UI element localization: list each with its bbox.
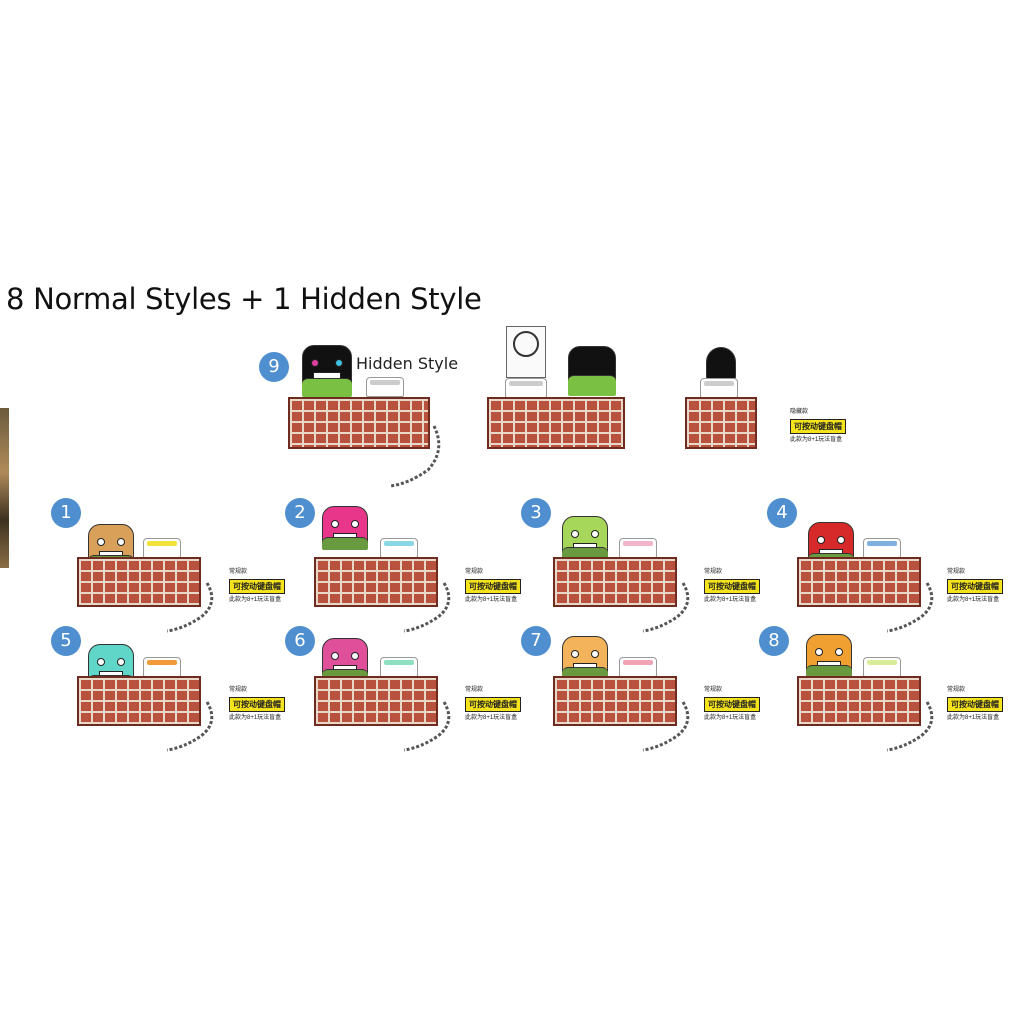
side-photo-strip [0,408,9,568]
chain-7 [637,696,697,752]
page-title: 8 Normal Styles + 1 Hidden Style [6,282,482,316]
chain-4 [881,577,941,633]
note-sub: 此款为8+1玩法盲盒 [704,715,757,721]
keycap-8 [863,657,901,677]
note-title: 常规款 [465,569,484,575]
keycap-2 [380,538,418,558]
keycap-7 [619,657,657,677]
badge-9: 9 [259,352,289,382]
fumbler-stand [506,326,546,378]
note-title: 常规款 [704,687,723,693]
note-sub: 此款为8+1玩法盲盒 [704,597,757,603]
chain-3 [637,577,697,633]
note-yellow: 可按动键盘帽 [465,697,521,712]
figure-hidden-side [706,347,736,381]
note-title: 常规款 [704,569,723,575]
keycap-4 [863,538,901,558]
note-3: 常规款可按动键盘帽此款为8+1玩法盲盒 [704,568,770,604]
note-yellow: 可按动键盘帽 [947,579,1003,594]
figure-3 [562,516,608,560]
note-yellow: 可按动键盘帽 [704,697,760,712]
chain-2 [398,577,458,633]
note-8: 常规款可按动键盘帽此款为8+1玩法盲盒 [947,686,1013,722]
figure-2 [322,506,368,550]
note-5: 常规款可按动键盘帽此款为8+1玩法盲盒 [229,686,295,722]
note-yellow: 可按动键盘帽 [465,579,521,594]
badge-5: 5 [51,626,81,656]
keycap-9 [366,377,404,397]
chain-1 [161,577,221,633]
note-sub: 此款为8+1玩法盲盒 [947,597,1000,603]
brick-box-1 [77,557,201,607]
note-2: 常规款可按动键盘帽此款为8+1玩法盲盒 [465,568,531,604]
note-title: 常规款 [229,687,248,693]
keycap-5 [143,657,181,677]
brick-box-5 [77,676,201,726]
note-sub: 此款为8+1玩法盲盒 [229,597,282,603]
figure-9 [302,345,352,397]
keycap-hidden-side [700,378,738,398]
brick-box-hidden-front [487,397,625,449]
badge-2: 2 [285,498,315,528]
brick-box-7 [553,676,677,726]
hidden-note-sub: 此款为8+1玩法盲盒 [790,437,843,443]
brick-box-9 [288,397,430,449]
figure-6 [322,638,368,682]
note-sub: 此款为8+1玩法盲盒 [465,597,518,603]
keycap-hidden-alt [505,378,547,398]
chain-5 [161,696,221,752]
note-yellow: 可按动键盘帽 [947,697,1003,712]
hidden-note: 隐藏款 可按动键盘帽 此款为8+1玩法盲盒 [790,408,856,444]
figure-hidden-back [568,346,616,396]
badge-6: 6 [285,626,315,656]
note-sub: 此款为8+1玩法盲盒 [229,715,282,721]
note-yellow: 可按动键盘帽 [229,697,285,712]
badge-1: 1 [51,498,81,528]
chain-6 [398,696,458,752]
note-yellow: 可按动键盘帽 [229,579,285,594]
figure-8 [806,634,852,678]
badge-7: 7 [521,626,551,656]
brick-box-8 [797,676,921,726]
note-sub: 此款为8+1玩法盲盒 [465,715,518,721]
note-1: 常规款可按动键盘帽此款为8+1玩法盲盒 [229,568,295,604]
keycap-3 [619,538,657,558]
brick-box-4 [797,557,921,607]
note-title: 常规款 [947,687,966,693]
figure-7 [562,636,608,680]
note-7: 常规款可按动键盘帽此款为8+1玩法盲盒 [704,686,770,722]
brick-box-2 [314,557,438,607]
hidden-style-label: Hidden Style [356,354,459,373]
hidden-note-title: 隐藏款 [790,409,809,415]
brick-box-hidden-side [685,397,757,449]
note-4: 常规款可按动键盘帽此款为8+1玩法盲盒 [947,568,1013,604]
note-title: 常规款 [947,569,966,575]
chain-8 [881,696,941,752]
brick-box-6 [314,676,438,726]
badge-8: 8 [759,626,789,656]
note-yellow: 可按动键盘帽 [704,579,760,594]
brick-box-3 [553,557,677,607]
note-title: 常规款 [229,569,248,575]
hidden-note-yellow: 可按动键盘帽 [790,419,846,434]
note-sub: 此款为8+1玩法盲盒 [947,715,1000,721]
badge-3: 3 [521,498,551,528]
chain-9 [388,420,448,488]
keycap-1 [143,538,181,558]
badge-4: 4 [767,498,797,528]
keycap-6 [380,657,418,677]
note-title: 常规款 [465,687,484,693]
note-6: 常规款可按动键盘帽此款为8+1玩法盲盒 [465,686,531,722]
